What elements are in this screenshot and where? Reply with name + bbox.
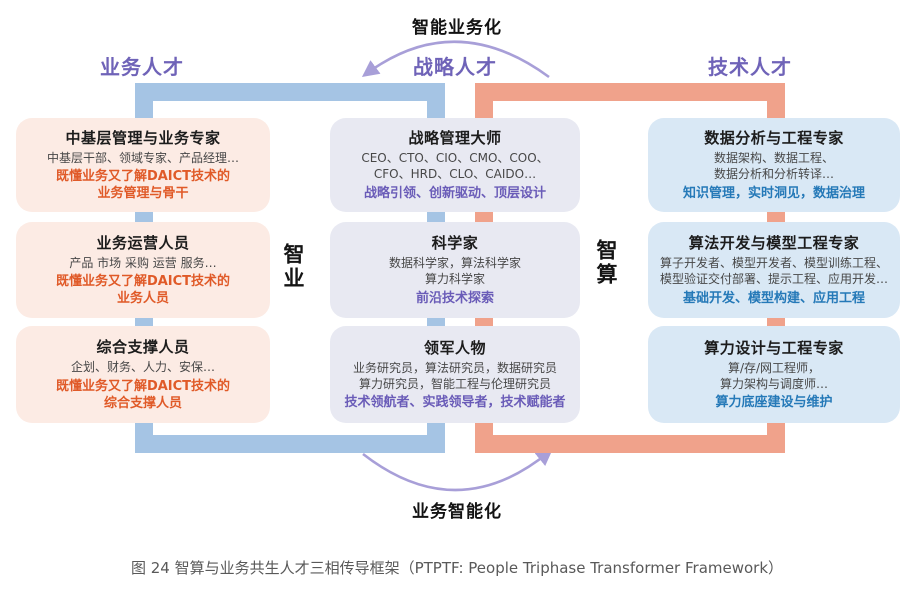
header-strategy-talent: 战略人才: [413, 55, 497, 79]
card-roles: 业务研究员，算法研究员，数据研究员 算力研究员，智能工程与伦理研究员: [352, 360, 557, 391]
card-title: 数据分析与工程专家: [704, 129, 844, 148]
card-roles: 算/存/网工程师， 算力架构与调度师…: [719, 360, 828, 391]
talent-card: 综合支撑人员 企划、财务、人力、安保… 既懂业务又了解DAICT技术的 综合支撑…: [16, 326, 270, 423]
card-title: 中基层管理与业务专家: [65, 128, 221, 147]
card-title: 业务运营人员: [96, 233, 190, 252]
talent-card: 算力设计与工程专家 算/存/网工程师， 算力架构与调度师… 算力底座建设与维护: [648, 326, 900, 423]
card-title: 战略管理大师: [408, 129, 502, 148]
figure-caption: 图 24 智算与业务共生人才三相传导框架（PTPTF: People Triph…: [130, 559, 784, 577]
card-title: 算力设计与工程专家: [704, 338, 844, 357]
card-roles: 中基层干部、领域专家、产品经理…: [46, 150, 239, 165]
card-highlight: 前沿技术探索: [415, 290, 494, 306]
talent-card: 业务运营人员 产品 市场 采购 运营 服务… 既懂业务又了解DAICT技术的 业…: [16, 222, 270, 318]
bottom-cycle-arrow: [362, 448, 553, 492]
header-technology-talent: 技术人才: [708, 55, 792, 79]
card-roles: 数据科学家，算法科学家 算力科学家: [388, 256, 521, 287]
talent-card: 战略管理大师 CEO、CTO、CIO、CMO、COO、 CFO、HRD、CLO、…: [330, 118, 580, 212]
card-highlight: 知识管理，实时洞见，数据治理: [682, 185, 865, 201]
bottom-cycle-label: 业务智能化: [412, 502, 502, 522]
card-roles: 产品 市场 采购 运营 服务…: [69, 255, 217, 270]
talent-card: 算法开发与模型工程专家 算子开发者、模型开发者、模型训练工程、 模型验证交付部署…: [648, 222, 900, 318]
card-roles: 企划、财务、人力、安保…: [70, 360, 215, 375]
card-title: 科学家: [431, 234, 479, 253]
card-roles: 数据架构、数据工程、 数据分析和分析转译…: [713, 151, 834, 182]
side-label-zhiye: 智业: [281, 243, 305, 291]
talent-card: 中基层管理与业务专家 中基层干部、领域专家、产品经理… 既懂业务又了解DAICT…: [16, 118, 270, 212]
card-highlight: 既懂业务又了解DAICT技术的 业务管理与骨干: [55, 169, 231, 202]
side-label-zhisuan: 智算: [594, 239, 618, 287]
header-business-talent: 业务人才: [100, 55, 184, 79]
card-roles: CEO、CTO、CIO、CMO、COO、 CFO、HRD、CLO、CAIDO…: [361, 151, 549, 182]
card-highlight: 战略引领、创新驱动、顶层设计: [363, 185, 546, 201]
top-cycle-arrow: [361, 40, 550, 79]
talent-card: 领军人物 业务研究员，算法研究员，数据研究员 算力研究员，智能工程与伦理研究员 …: [330, 326, 580, 423]
talent-card: 数据分析与工程专家 数据架构、数据工程、 数据分析和分析转译… 知识管理，实时洞…: [648, 118, 900, 212]
top-cycle-label: 智能业务化: [412, 18, 502, 38]
card-highlight: 技术领航者、实践领导者，技术赋能者: [344, 395, 566, 411]
card-highlight: 既懂业务又了解DAICT技术的 业务人员: [55, 274, 231, 307]
card-title: 领军人物: [423, 338, 486, 357]
card-title: 算法开发与模型工程专家: [688, 234, 860, 253]
talent-card: 科学家 数据科学家，算法科学家 算力科学家 前沿技术探索: [330, 222, 580, 318]
card-highlight: 算力底座建设与维护: [715, 395, 833, 411]
card-roles: 算子开发者、模型开发者、模型训练工程、 模型验证交付部署、提示工程、应用开发…: [659, 256, 888, 287]
card-highlight: 基础开发、模型构建、应用工程: [682, 290, 865, 306]
card-title: 综合支撑人员: [96, 338, 190, 357]
card-highlight: 既懂业务又了解DAICT技术的 综合支撑人员: [55, 378, 231, 411]
